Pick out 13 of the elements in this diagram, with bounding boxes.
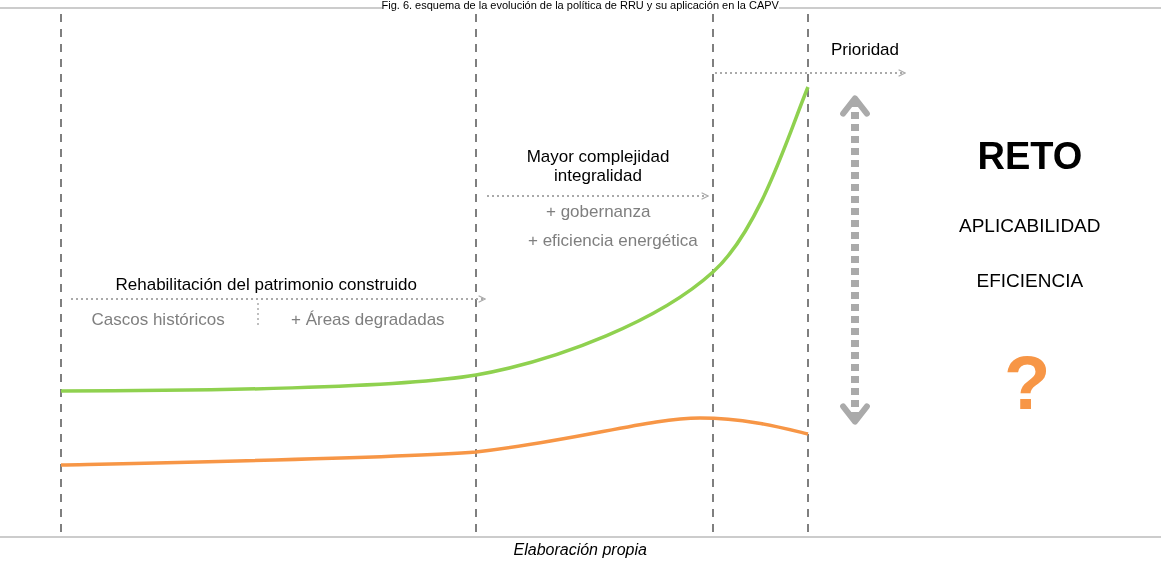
- note-text: + gobernanza: [546, 202, 651, 222]
- heading-text: RETO: [977, 135, 1083, 179]
- question-mark: ?: [1004, 338, 1051, 426]
- note-text: + Áreas degradadas: [291, 310, 445, 330]
- caption: Elaboración propia: [513, 541, 647, 560]
- note-text: Cascos históricos: [91, 310, 225, 330]
- period-label: Mayor complejidad integralidad: [525, 146, 671, 186]
- period-label: Prioridad: [831, 40, 900, 60]
- keyword-text: APLICABILIDAD: [959, 215, 1101, 237]
- keyword-text: EFICIENCIA: [976, 270, 1084, 292]
- figure-title: Fig. 6. esquema de la evolución de la política de RRU y su aplicación en la CAPV: [381, 0, 779, 11]
- period-label: Rehabilitación del patrimonio construido: [115, 275, 417, 295]
- note-text: + eficiencia energética: [528, 231, 698, 251]
